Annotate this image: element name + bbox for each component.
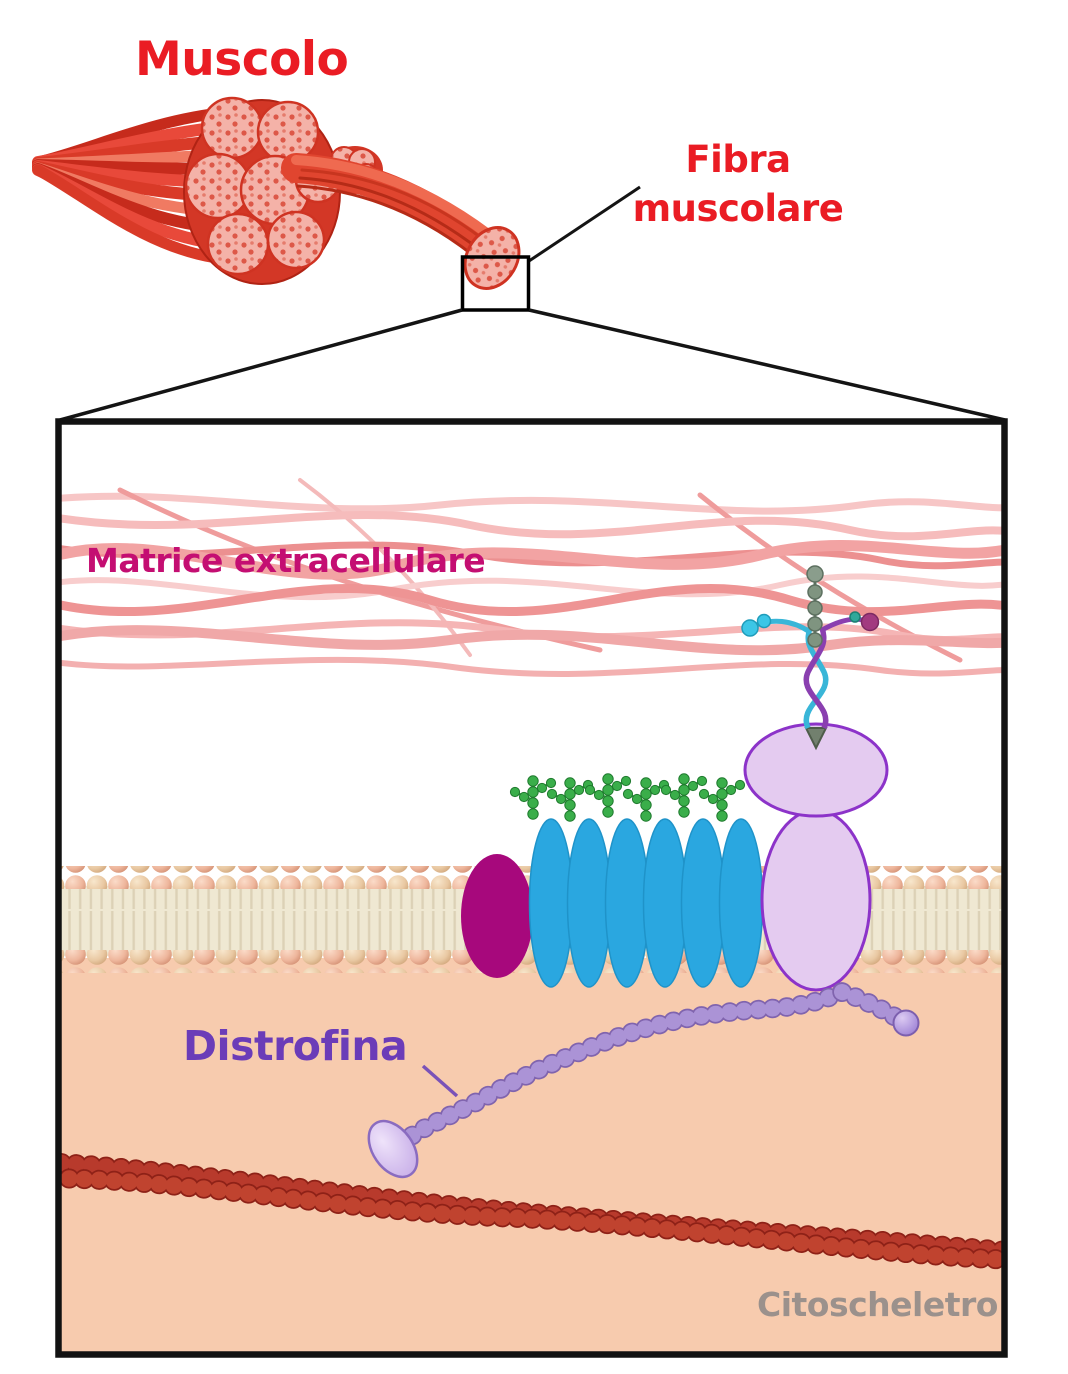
- alpha-dystroglycan: [743, 722, 889, 818]
- lipid-bilayer: [61, 866, 1002, 1352]
- dystroglycan-complex: [743, 722, 889, 992]
- dystrophin-end-ball: [892, 1009, 920, 1037]
- muscle-illustration: [32, 96, 521, 290]
- dystrophin-actin-binding-domain: [367, 1119, 419, 1179]
- laminin-structure: [741, 565, 880, 751]
- laminin-anchor: [804, 727, 828, 751]
- fibra-label-pointer-line: [528, 185, 641, 263]
- distrofina-pointer-line: [421, 1064, 459, 1098]
- dystrophin-label: Distrofina: [183, 1022, 408, 1070]
- extracellular-matrix-label: Matrice extracellulare: [86, 541, 486, 580]
- zoom-expansion-lines: [59, 308, 1006, 422]
- glycoprotein-complex-blue: [528, 818, 764, 988]
- laminin-coil-purple: [803, 627, 829, 730]
- sarcoglycan-protein: [461, 854, 533, 978]
- zoom-rectangle: [460, 255, 531, 312]
- detail-box-content: [61, 478, 1002, 1352]
- single-muscle-fiber: [281, 153, 521, 290]
- extracellular-matrix-fibers: [61, 478, 1002, 677]
- muscle-title: Muscolo: [135, 32, 349, 87]
- muscle-cross-section: [183, 96, 342, 285]
- beta-dystroglycan: [760, 808, 872, 992]
- muscle-fiber-label: Fibra muscolare: [632, 138, 844, 230]
- detail-box-border: [55, 418, 1008, 1358]
- actin-cytoskeleton-filament: [61, 1153, 1002, 1270]
- dystrophin-chain: [367, 982, 920, 1179]
- cytoskeleton-label: Citoscheletro: [757, 1285, 998, 1324]
- cytoplasm-region: [61, 958, 1002, 1352]
- bilayer-bottom-heads: [61, 950, 1002, 973]
